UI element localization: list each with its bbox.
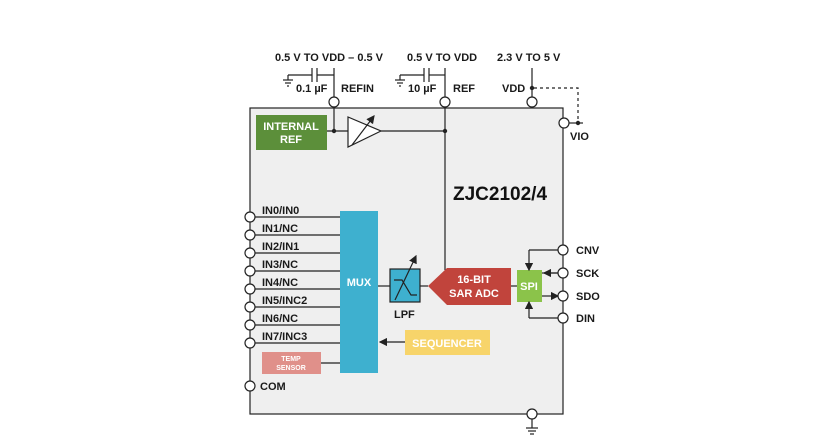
temp-sensor-label-line2: SENSOR	[276, 365, 306, 372]
internal-ref-label-line2: REF	[280, 134, 302, 146]
refin-pin-label: REFIN	[341, 83, 374, 95]
refin-cap-label: 0.1 µF	[296, 83, 328, 95]
digital-wiring	[524, 249, 560, 319]
adc-block	[428, 268, 511, 305]
sdo-pin-label: SDO	[576, 291, 600, 303]
vio-pin-label: VIO	[570, 131, 589, 143]
input-label-6: IN6/NC	[262, 313, 298, 325]
sequencer-block	[405, 330, 490, 355]
adc-label-line2: SAR ADC	[449, 288, 499, 300]
input-label-3: IN3/NC	[262, 259, 298, 271]
vio-junction	[575, 120, 581, 126]
lpf-label: LPF	[394, 309, 415, 321]
input-pin-1[interactable]	[244, 229, 256, 241]
input-label-2: IN2/IN1	[262, 241, 299, 253]
vdd-range-label: 2.3 V TO 5 V	[497, 52, 561, 64]
refin-junction	[331, 128, 337, 134]
input-label-5: IN5/INC2	[262, 295, 307, 307]
sck-pin[interactable]	[557, 267, 569, 279]
ref-pin[interactable]	[439, 96, 451, 108]
spi-block	[517, 270, 542, 302]
ground-icon	[526, 419, 538, 435]
adc-label-line1: 16-BIT	[457, 274, 491, 286]
cnv-pin[interactable]	[557, 244, 569, 256]
input-pin-6[interactable]	[244, 319, 256, 331]
din-pin[interactable]	[557, 312, 569, 324]
input-label-1: IN1/NC	[262, 223, 298, 235]
mux-block	[340, 211, 378, 373]
input-pin-5[interactable]	[244, 301, 256, 313]
cnv-pin-label: CNV	[576, 245, 600, 257]
temp-sensor-block	[262, 352, 321, 374]
ref-pin-label: REF	[453, 83, 475, 95]
vdd-pin[interactable]	[526, 96, 538, 108]
din-pin-label: DIN	[576, 313, 595, 325]
chip-name: ZJC2102/4	[453, 184, 547, 205]
input-pin-0[interactable]	[244, 211, 256, 223]
sdo-pin[interactable]	[557, 290, 569, 302]
refin-pin[interactable]	[328, 96, 340, 108]
refin-capacitor	[283, 68, 335, 101]
analog-inputs	[255, 216, 340, 344]
com-pin-label: COM	[260, 381, 286, 393]
ref-buffer-adjust-arrow	[351, 115, 375, 146]
vdd-to-vio-dashed	[534, 87, 579, 123]
ref-junction	[442, 128, 448, 134]
refin-range-label: 0.5 V TO VDD – 0.5 V	[275, 52, 384, 64]
lpf-adjust-arrow	[394, 254, 417, 301]
ref-cap-label: 10 µF	[408, 83, 437, 95]
input-label-0: IN0/IN0	[262, 205, 299, 217]
vdd-junction	[529, 85, 535, 91]
gnd-pin[interactable]	[526, 408, 538, 420]
sequencer-label: SEQUENCER	[412, 338, 482, 350]
input-label-4: IN4/NC	[262, 277, 298, 289]
input-pin-3[interactable]	[244, 265, 256, 277]
temp-sensor-label-line1: TEMP	[281, 356, 301, 363]
input-pin-7[interactable]	[244, 337, 256, 349]
sck-pin-label: SCK	[576, 268, 599, 280]
input-pin-4[interactable]	[244, 283, 256, 295]
lpf-response-curve	[394, 279, 417, 296]
ref-range-label: 0.5 V TO VDD	[407, 52, 477, 64]
input-label-7: IN7/INC3	[262, 331, 307, 343]
internal-ref-block	[256, 115, 327, 150]
input-pin-2[interactable]	[244, 247, 256, 259]
ref-capacitor	[395, 68, 446, 97]
vio-pin[interactable]	[558, 117, 570, 129]
com-pin[interactable]	[244, 380, 256, 392]
internal-ref-label-line1: INTERNAL	[263, 121, 319, 133]
spi-label: SPI	[520, 281, 538, 293]
vdd-pin-label: VDD	[502, 83, 525, 95]
mux-label: MUX	[347, 277, 372, 289]
